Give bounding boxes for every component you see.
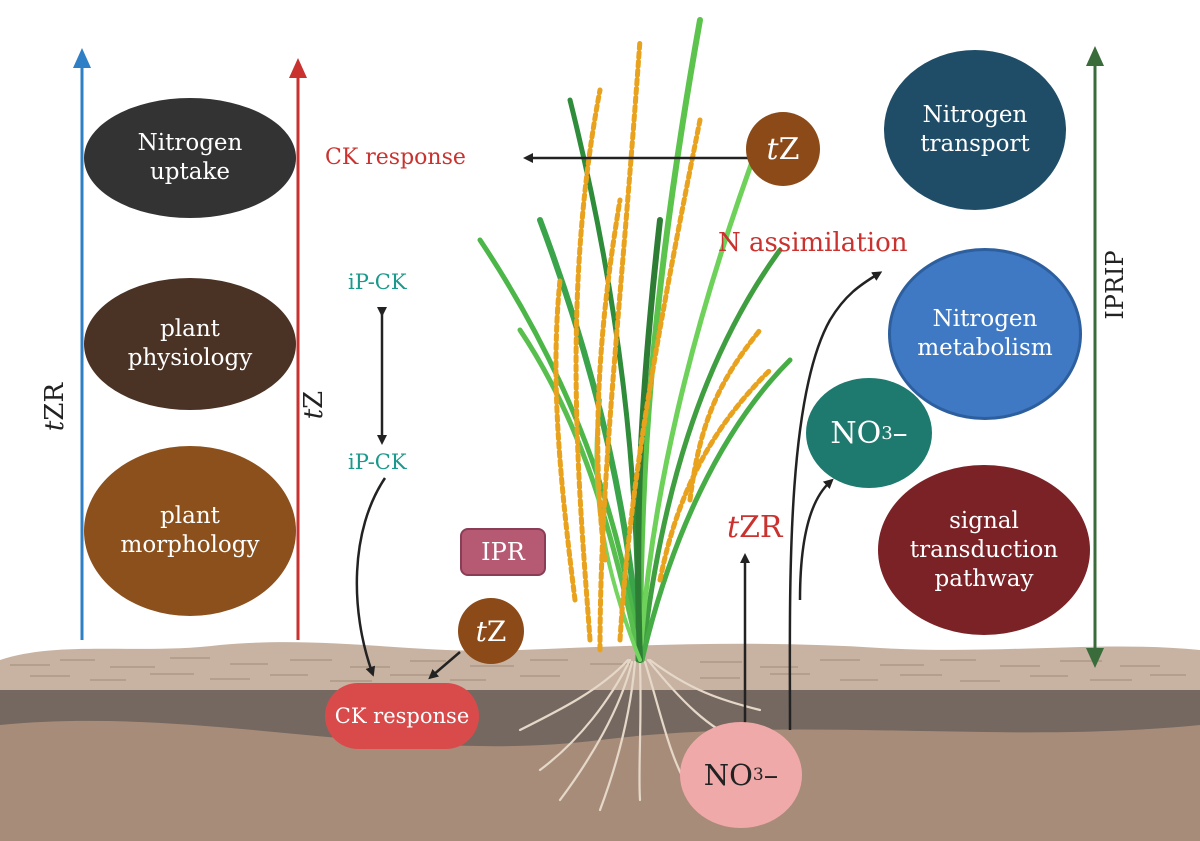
tzr-axis-label: tZR: [40, 382, 70, 432]
ellipse-plant-morphology: plant morphology: [84, 446, 296, 616]
arrow-to-no3-teal: [798, 478, 834, 601]
tzr-mid-label: tZR: [727, 510, 783, 545]
ellipse-nitrogen-transport: Nitrogen transport: [884, 50, 1066, 210]
arrow-ipck-to-ck-response: [355, 477, 387, 677]
tz-axis-label: tZ: [299, 390, 329, 420]
ck-response-top-label: CK response: [325, 145, 466, 170]
ipr-box: IPR: [460, 528, 546, 576]
arrow-tz-to-ck-response-bottom: [428, 651, 461, 680]
n-assimilation-label: N assimilation: [718, 228, 908, 258]
tz-axis-arrowhead: [289, 58, 307, 78]
ip-ck-bottom-label: iP-CK: [348, 450, 407, 474]
ellipse-nitrogen-metabolism: Nitrogen metabolism: [888, 248, 1082, 420]
ellipse-signal-transduction: signal transduction pathway: [878, 465, 1090, 635]
ip-ck-top-label: iP-CK: [348, 270, 407, 294]
plant-roots: [518, 658, 762, 812]
soil-middle-layer: [0, 680, 1200, 747]
ellipse-nitrogen-uptake: Nitrogen uptake: [84, 98, 296, 218]
soil-surface-layer: [0, 642, 1200, 690]
soil-bottom-layer: [0, 715, 1200, 841]
iprip-axis-label: IPRIP: [1101, 250, 1129, 320]
iprip-axis-arrowhead-top: [1086, 46, 1104, 66]
ck-response-bottom-box: CK response: [325, 683, 479, 749]
tzr-axis-arrowhead: [73, 48, 91, 68]
arrow-to-n-assimilation: [788, 271, 883, 731]
ellipse-plant-physiology: plant physiology: [84, 278, 296, 410]
rice-panicles: [553, 37, 773, 653]
iprip-axis-arrowhead-bottom: [1086, 648, 1104, 668]
